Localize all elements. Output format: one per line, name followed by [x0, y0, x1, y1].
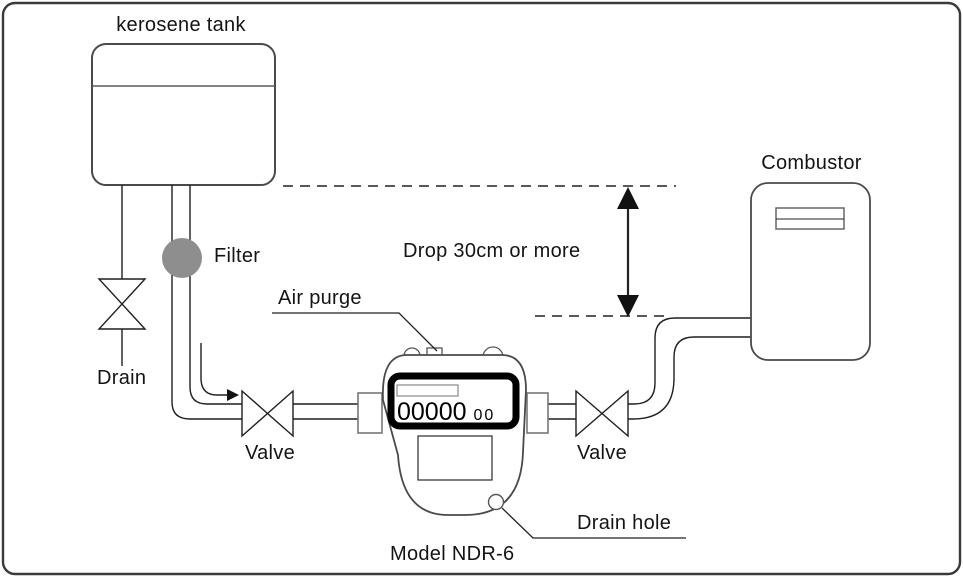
meter-display-window — [396, 384, 459, 397]
arrowhead-down-icon — [617, 295, 639, 317]
meter-inlet-port — [357, 392, 383, 434]
meter-counter: 00000 00 — [397, 398, 495, 427]
meter-counter-sub: 00 — [473, 407, 496, 424]
flow-arrow-icon — [200, 343, 239, 401]
drain-label: Drain — [97, 367, 147, 389]
filter-label: Filter — [214, 245, 261, 267]
drop-measure-arrow — [617, 187, 639, 317]
air-purge-leader-line — [272, 312, 438, 352]
kerosene-tank — [91, 43, 276, 186]
air-purge-label: Air purge — [278, 287, 362, 309]
combustor-label: Combustor — [761, 152, 862, 174]
arrowhead-up-icon — [617, 187, 639, 209]
drain-hole-icon — [487, 493, 505, 511]
model-label: Model NDR-6 — [390, 543, 515, 565]
combustor — [750, 182, 871, 361]
drain-valve-icon — [97, 278, 147, 330]
valve-left-label: Valve — [244, 442, 296, 464]
drain-hole-leader-line — [501, 507, 686, 539]
meter-counter-main: 00000 — [397, 398, 467, 426]
valve-right-icon — [575, 389, 629, 438]
valve-right-label: Valve — [576, 442, 628, 464]
drain-hole-label: Drain hole — [577, 512, 672, 534]
drain-branch — [97, 185, 147, 366]
valve-left-icon — [241, 389, 294, 438]
supply-pipe — [171, 185, 751, 420]
reference-dashed-lines — [283, 185, 676, 317]
meter-nameplate — [417, 435, 493, 481]
meter-outlet-port — [526, 392, 549, 434]
tank-label: kerosene tank — [116, 14, 246, 36]
drop-distance-label: Drop 30cm or more — [403, 240, 581, 262]
filter-icon — [162, 238, 202, 278]
